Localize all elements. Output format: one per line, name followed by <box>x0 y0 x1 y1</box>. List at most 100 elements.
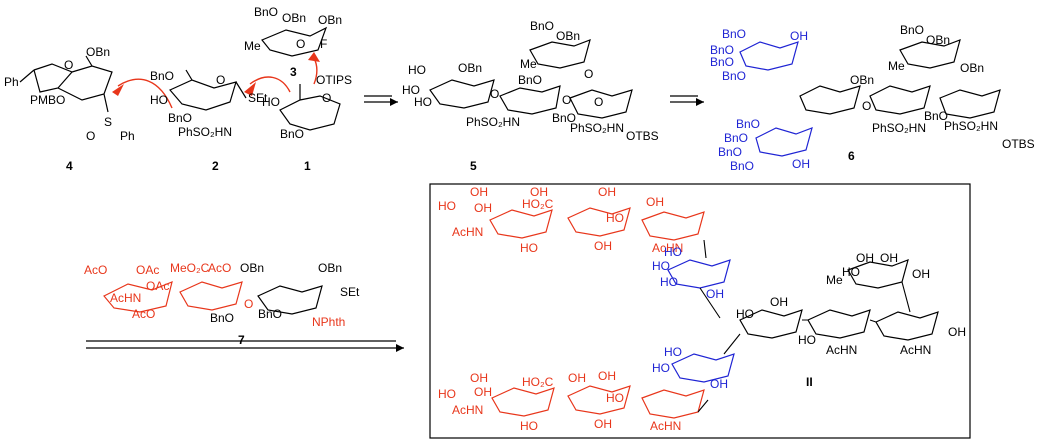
compound-3-ring <box>261 26 328 57</box>
c4-obn: OBn <box>86 45 110 59</box>
II-ho-k: HO <box>652 361 670 375</box>
II-ho-g: HO <box>736 307 754 321</box>
II-oh-j: OH <box>880 251 898 265</box>
II-oh-g: OH <box>706 287 724 301</box>
arrow-1-to-2 <box>249 76 291 93</box>
II-blue-ring-top <box>667 259 731 289</box>
c7-obn1: OBn <box>240 261 264 275</box>
c2-bno: BnO <box>150 69 174 83</box>
c5-bno2: BnO <box>518 73 542 87</box>
c7-aco2: AcO <box>208 261 231 275</box>
c6-bno-c: BnO <box>710 55 734 69</box>
II-ho2c-a: HO₂C <box>522 197 554 211</box>
c1-bno: BnO <box>280 127 304 141</box>
II-ho-m: HO <box>520 419 538 433</box>
II-linker-bonds <box>697 239 911 413</box>
c2-set: SEt <box>248 91 268 105</box>
compound-7: AcO OAc MeO₂C AcO OBn OBn SEt OAc AcHN A… <box>84 261 360 347</box>
II-oh-b: OH <box>474 201 492 215</box>
arrow-1-to-3-head <box>308 52 320 62</box>
II-oh-i: OH <box>856 251 874 265</box>
II-ho-d: HO <box>664 245 682 259</box>
c2-bno2: BnO <box>168 111 192 125</box>
II-achn-f: AcHN <box>650 419 681 433</box>
c5-me: Me <box>520 57 537 71</box>
c7-meo2c: MeO₂C <box>170 261 210 275</box>
II-ho-h: HO <box>842 265 860 279</box>
arrow-1-to-2-head <box>244 82 256 96</box>
II-oh-p: OH <box>568 371 586 385</box>
c3-me: Me <box>244 39 261 53</box>
compound-4-rings <box>19 55 113 113</box>
c7-obn2: OBn <box>318 261 342 275</box>
compound-6-blue-ring-bottom <box>755 127 813 157</box>
c6-me: Me <box>888 59 905 73</box>
II-me: Me <box>826 273 843 287</box>
c7-aco3: AcO <box>132 307 155 321</box>
II-ho2c-b: HO₂C <box>522 375 554 389</box>
c4-o: O <box>64 58 73 72</box>
compound-6-blue-ring-top <box>739 41 799 71</box>
c6-o-link: O <box>862 99 871 113</box>
II-top-red-rings <box>489 207 705 241</box>
c6-bno-b: BnO <box>710 43 734 57</box>
II-oh-n: OH <box>470 371 488 385</box>
c7-o: O <box>244 297 253 311</box>
reaction-arrow-2 <box>670 95 704 106</box>
c5-ho3: HO <box>414 95 432 109</box>
c2-phso2hn: PhSO₂HN <box>178 125 232 139</box>
compound-2-ring <box>169 69 247 111</box>
II-oh-k: OH <box>912 267 930 281</box>
compound-1-ring <box>279 84 341 131</box>
c4-ph: Ph <box>4 75 19 89</box>
II-oh-a: OH <box>470 185 488 199</box>
c3-obn1: OBn <box>282 11 306 25</box>
c5-obn1: OBn <box>458 61 482 75</box>
II-ho-i: HO <box>798 333 816 347</box>
arrow-2-to-4-head <box>112 84 124 96</box>
reaction-arrow-1 <box>364 95 398 106</box>
c1-otips: OTIPS <box>316 73 352 87</box>
c7-oac2: OAc <box>146 279 169 293</box>
compound-label-3: 3 <box>290 65 297 79</box>
compound-6: BnO OH BnO BnO BnO OBn BnO OBn Me OBn O … <box>710 23 1035 173</box>
target-II: HO OH OH OH HO₂C OH OH AcHN HO OH AcHN H… <box>429 183 971 439</box>
compound-7-red-rings <box>103 281 243 313</box>
c5-phso2hn2: PhSO₂HN <box>570 121 624 135</box>
c6-phso2hn2: PhSO₂HN <box>944 119 998 133</box>
compound-label-4: 4 <box>66 159 73 173</box>
c6-bno-i: BnO <box>724 131 748 145</box>
II-oh-e: OH <box>646 195 664 209</box>
c6-obn-e: OBn <box>926 33 950 47</box>
c5-o3: O <box>562 93 571 107</box>
c7-nphth: NPhth <box>312 315 345 329</box>
compound-7-black-ring <box>257 285 323 315</box>
II-oh-h: OH <box>770 295 788 309</box>
II-black-rings <box>739 259 939 341</box>
compound-label-6: 6 <box>848 149 855 163</box>
c4-ph2: Ph <box>120 129 135 143</box>
II-oh-r: OH <box>594 417 612 431</box>
c5-ho2: HO <box>402 83 420 97</box>
compound-label-1: 1 <box>304 159 311 173</box>
c6-bno-a: BnO <box>722 27 746 41</box>
II-oh-o: OH <box>474 385 492 399</box>
c7-achn: AcHN <box>110 291 141 305</box>
II-ho-c: HO <box>606 211 624 225</box>
compound-3: BnO OBn OBn Me O F 3 <box>244 5 342 79</box>
c7-bno1: BnO <box>210 311 234 325</box>
c6-obn-core: OBn <box>850 73 874 87</box>
c6-phso2hn1: PhSO₂HN <box>872 121 926 135</box>
II-blue-ring-bottom <box>671 353 735 383</box>
c6-bno-d: BnO <box>722 69 746 83</box>
c3-f: F <box>320 37 327 51</box>
c6-bno-h: BnO <box>736 117 760 131</box>
arrow-2-to-4 <box>117 78 173 109</box>
c7-bno2: BnO <box>258 307 282 321</box>
II-achn-d: AcHN <box>900 343 931 357</box>
target-II-box <box>429 183 971 439</box>
II-ho-j: HO <box>664 345 682 359</box>
II-bottom-red-rings <box>491 385 705 419</box>
c2-o: O <box>216 73 225 87</box>
